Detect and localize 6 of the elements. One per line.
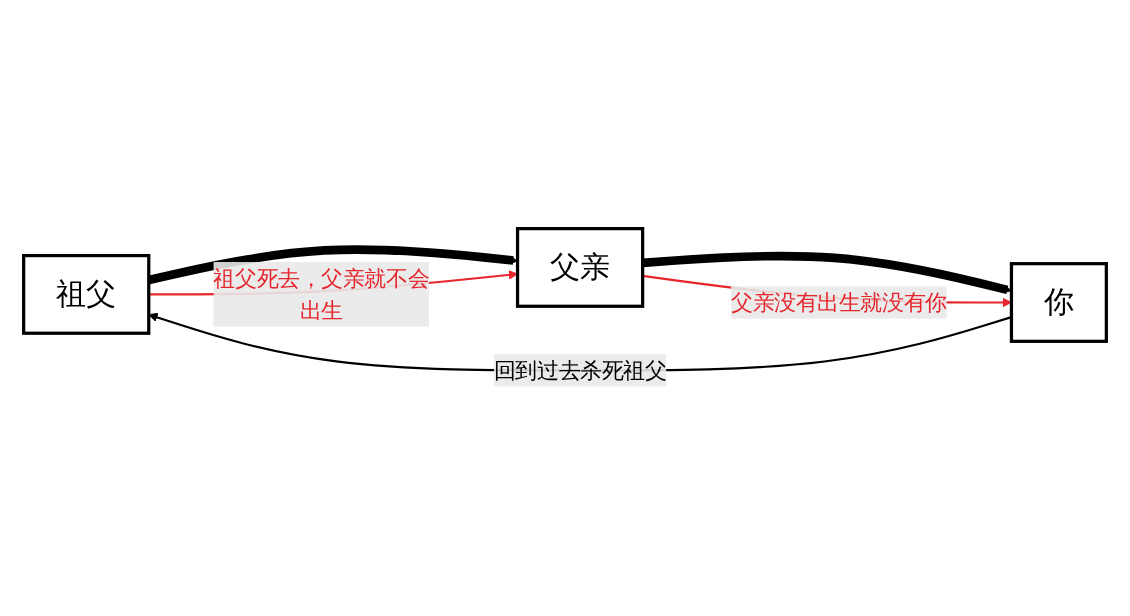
node-box: 父亲 <box>515 227 645 309</box>
node-box: 祖父 <box>22 254 151 336</box>
edge-label: 祖父死去，父亲就不会出生 <box>213 265 430 324</box>
edge-label: 回到过去杀死祖父 <box>493 357 667 384</box>
node-box: 你 <box>1009 262 1108 344</box>
edge-label: 父亲没有出生就没有你 <box>731 289 947 316</box>
